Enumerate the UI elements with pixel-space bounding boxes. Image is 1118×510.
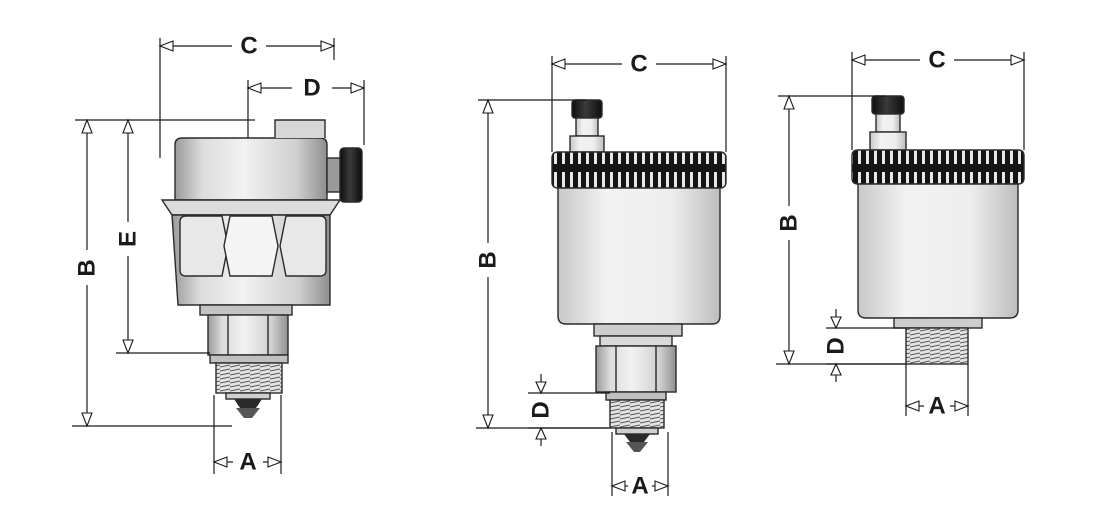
figure-1-dimension-a: A <box>212 395 283 476</box>
figure-1-dimension-e: E <box>115 118 210 355</box>
figure-3-label-b: B <box>776 214 803 231</box>
figure-1-dimension-c: C <box>158 33 336 158</box>
figure-3-valve-body <box>851 95 1025 365</box>
figure-3: C B D A <box>776 47 1026 420</box>
figure-3-label-c: C <box>928 47 945 74</box>
figure-1-valve-body <box>160 119 363 418</box>
figure-1-dimension-d: D <box>246 75 366 145</box>
figure-3-label-a: A <box>928 393 945 420</box>
figure-2-dimension-b: B <box>475 98 610 430</box>
figure-1-label-e: E <box>115 231 142 247</box>
figure-1-label-d: D <box>303 75 320 102</box>
figure-1-dimension-b: B <box>72 118 255 428</box>
figure-2-label-b: B <box>475 251 502 268</box>
figure-2-label-c: C <box>630 51 647 78</box>
figure-3-dimension-d: D <box>823 309 906 382</box>
figure-1-label-a: A <box>239 449 256 476</box>
figure-2-label-d: D <box>528 401 555 418</box>
figure-2-dimension-c: C <box>550 51 728 152</box>
figure-2: C B D A <box>475 51 728 500</box>
figure-2-label-a: A <box>631 473 648 500</box>
figure-3-dimension-c: C <box>850 47 1026 150</box>
figure-2-dimension-a: A <box>610 432 670 500</box>
figure-3-label-d: D <box>823 337 850 354</box>
figure-1-label-b: B <box>74 259 101 276</box>
figure-2-dimension-d: D <box>528 374 610 446</box>
figure-3-dimension-a: A <box>904 364 970 420</box>
figure-1: C D B E <box>72 33 366 476</box>
figure-1-label-c: C <box>240 33 257 60</box>
figure-2-valve-body <box>551 99 727 452</box>
